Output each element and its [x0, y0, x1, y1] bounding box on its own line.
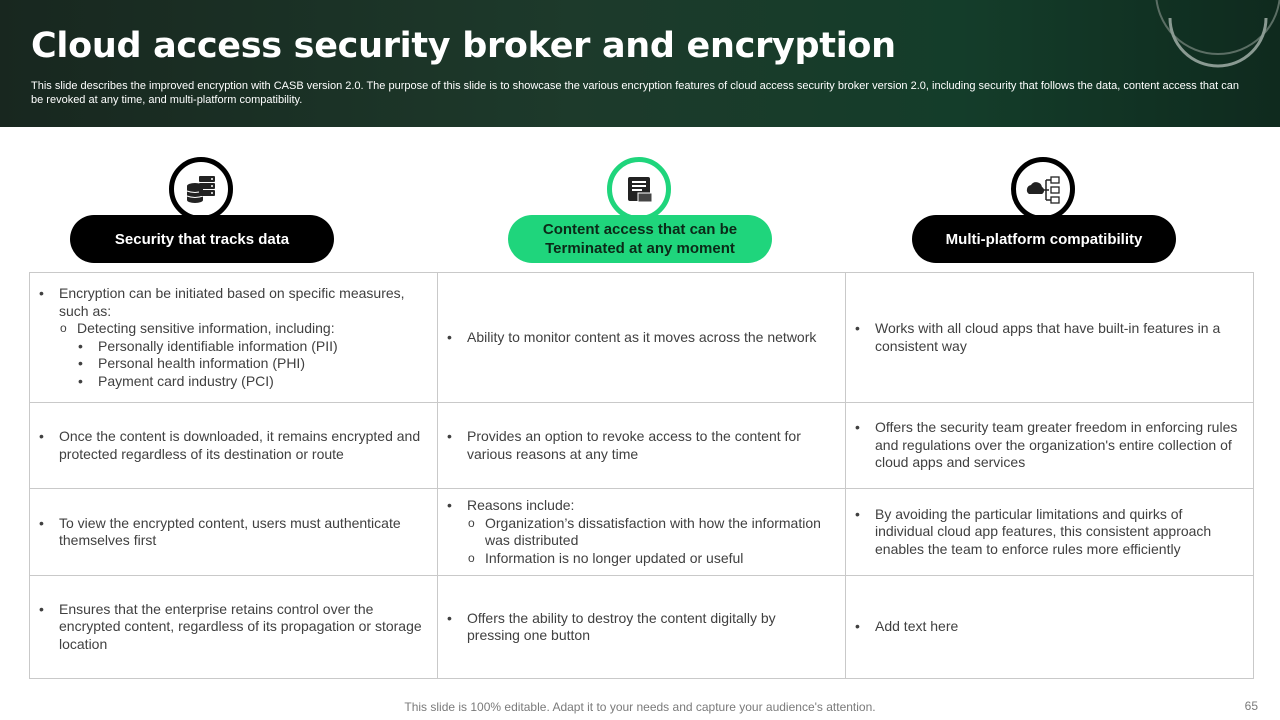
- column-label: Content access that can be Terminated at…: [508, 215, 772, 263]
- column-icon-circle: [607, 157, 671, 221]
- placeholder-text[interactable]: Add text here: [854, 618, 1239, 636]
- sub-sub-bullet-item: Personally identifiable information (PII…: [38, 338, 423, 356]
- table-cell: Provides an option to revoke access to t…: [437, 402, 846, 489]
- table-row: To view the encrypted content, users mus…: [29, 488, 1254, 576]
- column-header-content-access: Content access that can be Terminated at…: [508, 157, 772, 277]
- column-label: Multi-platform compatibility: [912, 215, 1176, 263]
- table-cell[interactable]: Add text here: [845, 575, 1254, 679]
- page-number: 65: [1244, 699, 1258, 713]
- document-box-icon: [628, 177, 653, 203]
- table-row: Once the content is downloaded, it remai…: [29, 402, 1254, 489]
- bullet-item: By avoiding the particular limitations a…: [854, 506, 1239, 559]
- table-cell: Reasons include: Organization’s dissatis…: [437, 488, 846, 576]
- features-table: Encryption can be initiated based on spe…: [29, 272, 1254, 679]
- bullet-item: Offers the ability to destroy the conten…: [446, 610, 831, 645]
- column-header-security: Security that tracks data: [70, 157, 334, 277]
- cloud-network-icon: [1026, 176, 1060, 204]
- bullet-item: Once the content is downloaded, it remai…: [38, 428, 423, 463]
- column-header-multiplatform: Multi-platform compatibility: [912, 157, 1176, 277]
- footer-note: This slide is 100% editable. Adapt it to…: [404, 700, 876, 714]
- bullet-item: Ensures that the enterprise retains cont…: [38, 601, 423, 654]
- bullet-item: Reasons include:: [446, 497, 831, 515]
- table-cell: To view the encrypted content, users mus…: [29, 488, 438, 576]
- table-row: Ensures that the enterprise retains cont…: [29, 575, 1254, 679]
- table-cell: Ability to monitor content as it moves a…: [437, 272, 846, 403]
- column-label: Security that tracks data: [70, 215, 334, 263]
- bullet-item: Offers the security team greater freedom…: [854, 419, 1239, 472]
- sub-bullet-item: Organization’s dissatisfaction with how …: [446, 515, 831, 550]
- bullet-item: Provides an option to revoke access to t…: [446, 428, 831, 463]
- database-server-icon: [186, 176, 215, 203]
- table-cell: Offers the security team greater freedom…: [845, 402, 1254, 489]
- table-cell: Works with all cloud apps that have buil…: [845, 272, 1254, 403]
- table-cell: By avoiding the particular limitations a…: [845, 488, 1254, 576]
- table-cell: Ensures that the enterprise retains cont…: [29, 575, 438, 679]
- sub-sub-bullet-item: Payment card industry (PCI): [38, 373, 423, 391]
- decorative-ring-icon: [1155, 0, 1280, 68]
- table-cell: Offers the ability to destroy the conten…: [437, 575, 846, 679]
- bullet-item: Works with all cloud apps that have buil…: [854, 320, 1239, 355]
- table-row: Encryption can be initiated based on spe…: [29, 272, 1254, 403]
- page-subtitle: This slide describes the improved encryp…: [31, 80, 1239, 106]
- table-cell: Encryption can be initiated based on spe…: [29, 272, 438, 403]
- bullet-item: To view the encrypted content, users mus…: [38, 515, 423, 550]
- sub-sub-bullet-item: Personal health information (PHI): [38, 355, 423, 373]
- bullet-item: Encryption can be initiated based on spe…: [38, 285, 423, 320]
- table-cell: Once the content is downloaded, it remai…: [29, 402, 438, 489]
- sub-bullet-item: Information is no longer updated or usef…: [446, 550, 831, 568]
- column-icon-circle: [169, 157, 233, 221]
- page-title: Cloud access security broker and encrypt…: [31, 26, 896, 66]
- header-banner: Cloud access security broker and encrypt…: [0, 0, 1280, 127]
- column-icon-circle: [1011, 157, 1075, 221]
- bullet-item: Ability to monitor content as it moves a…: [446, 329, 831, 347]
- sub-bullet-item: Detecting sensitive information, includi…: [38, 320, 423, 338]
